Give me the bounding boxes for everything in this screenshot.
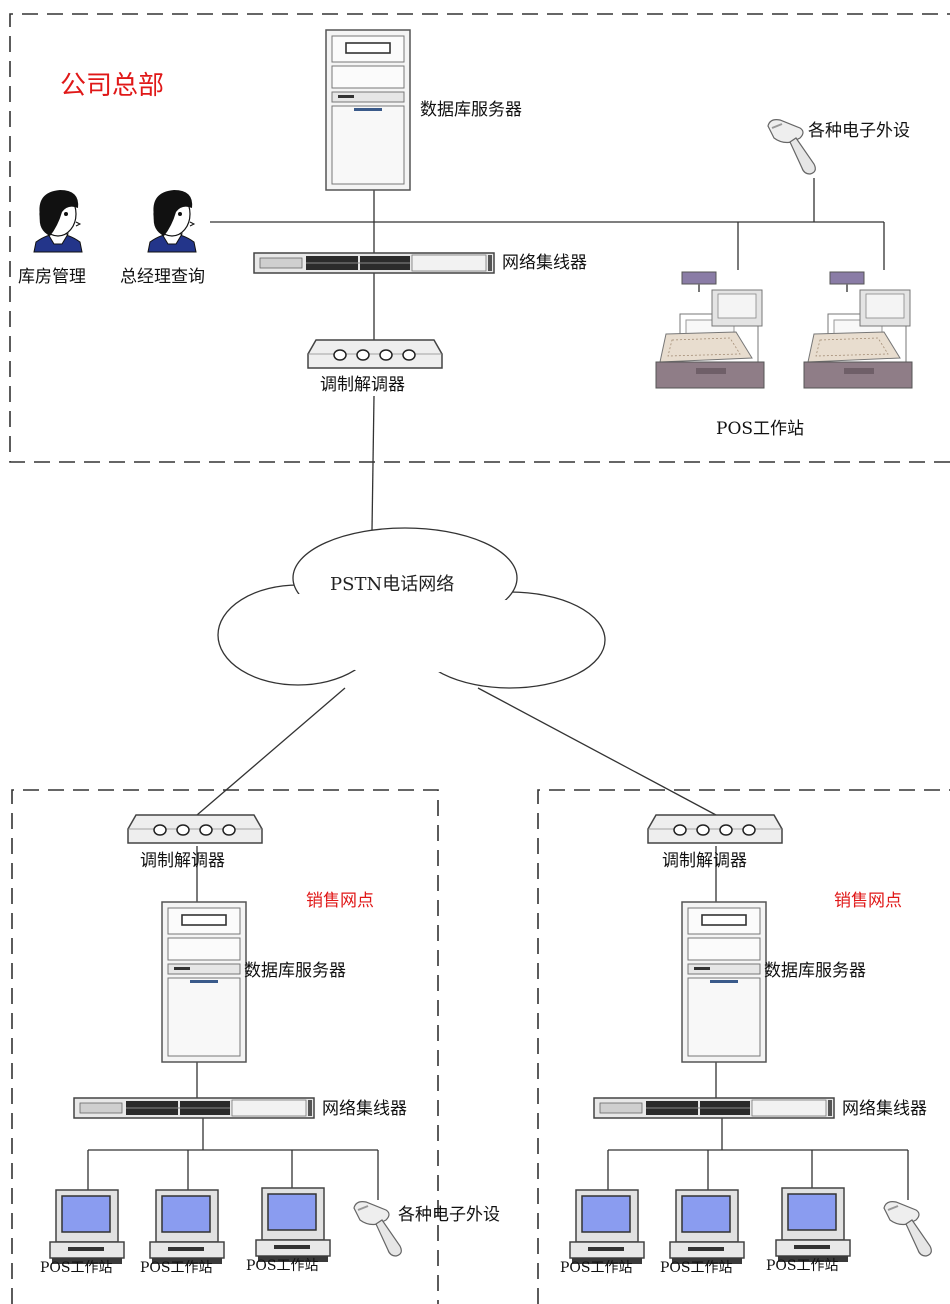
right-pos-pc-3 [775,1187,851,1263]
right-pos-label-3: POS工作站 [766,1258,839,1274]
branch-right-boundary [537,789,950,1304]
right-pos-label-2: POS工作站 [660,1260,733,1276]
warehouse-mgmt-label: 库房管理 [18,267,86,287]
left-pos-pc-3 [255,1187,331,1263]
left-hub-label: 网络集线器 [322,1099,407,1119]
right-modem-label: 调制解调器 [662,851,747,871]
right-pos-pc-1 [569,1189,645,1265]
left-database-server [161,901,247,1063]
left-peripherals-label: 各种电子外设 [398,1205,500,1225]
hq-hub-label: 网络集线器 [502,253,587,273]
right-network-hub [593,1097,835,1119]
wire-modem-cloud [371,395,375,531]
hq-db-server-label: 数据库服务器 [420,100,522,120]
branch-left-boundary [11,789,439,1304]
hq-pos-register-1 [655,271,765,389]
right-modem [647,814,783,844]
wire-cloud-left-modem [196,687,346,816]
gm-query-label: 总经理查询 [120,267,205,287]
right-pos-label-1: POS工作站 [560,1260,633,1276]
left-pos-pc-2 [149,1189,225,1265]
hq-pos-label: POS工作站 [716,419,804,439]
left-modem [127,814,263,844]
hq-pos-register-2 [803,271,913,389]
left-pos-label-1: POS工作站 [40,1260,113,1276]
hq-boundary [9,13,950,463]
right-database-server [681,901,767,1063]
gm-user-avatar [147,189,197,253]
hq-modem [307,339,443,369]
right-pos-pc-2 [669,1189,745,1265]
warehouse-user-avatar [33,189,83,253]
right-barcode-scanner-icon [883,1200,933,1257]
pstn-cloud [217,527,606,689]
left-network-hub [73,1097,315,1119]
hq-database-server [325,29,411,191]
left-branch-title: 销售网点 [306,891,374,911]
hq-peripherals-label: 各种电子外设 [808,121,910,141]
left-pos-label-2: POS工作站 [140,1260,213,1276]
left-pos-label-3: POS工作站 [246,1258,319,1274]
hq-modem-label: 调制解调器 [320,375,405,395]
left-barcode-scanner-icon [353,1200,403,1257]
hq-network-hub [253,252,495,274]
left-db-server-label: 数据库服务器 [244,961,346,981]
right-branch-title: 销售网点 [834,891,902,911]
wire-cloud-right-modem [477,687,717,816]
right-db-server-label: 数据库服务器 [764,961,866,981]
left-pos-pc-1 [49,1189,125,1265]
pstn-label: PSTN电话网络 [330,574,454,595]
left-modem-label: 调制解调器 [140,851,225,871]
right-hub-label: 网络集线器 [842,1099,927,1119]
hq-title: 公司总部 [60,71,164,101]
